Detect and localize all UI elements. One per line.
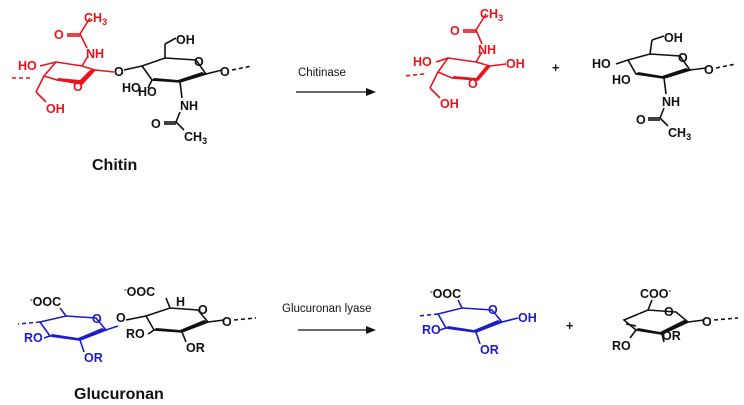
chitin-product-black: OH HO HO O NH O CH3 O (592, 31, 737, 142)
chitin-black-ho: HO (122, 81, 141, 95)
glucuronan-blue-unit (17, 307, 119, 353)
chitin-black-ho2: HO (138, 85, 157, 99)
product-black-ro: RO (612, 339, 631, 353)
glucuronan-plus: + (566, 319, 573, 333)
glucuronan-name: Glucuronan (74, 386, 164, 403)
product-blue-ooc: -OOC (430, 287, 461, 301)
product-blue-or: OR (480, 343, 499, 357)
glucuronan-blue-ring-o: O (92, 312, 102, 326)
glucuronan-black-h: H (176, 295, 185, 309)
chitin-black-oh-top: OH (176, 33, 195, 47)
chitin-black-unit (123, 37, 253, 131)
product-red-ch3: CH3 (480, 7, 503, 23)
glucuronan-black-ro: RO (126, 327, 145, 341)
product-red-nh: NH (478, 43, 496, 57)
chitin-black-ch3: CH3 (184, 130, 207, 146)
glucuronan-blue-ro: RO (24, 331, 43, 345)
product-red-ring-o: O (468, 77, 478, 91)
glucuronan-black-ooc: -OOC (124, 285, 155, 299)
chitin-black-link-o: O (220, 65, 230, 79)
product-red-oh-anomeric: OH (506, 57, 525, 71)
chitinase-arrow: Chitinase (296, 67, 376, 96)
chitin-glycosidic-o: O (114, 65, 124, 79)
glucuronan-lyase-arrow: Glucuronan lyase (282, 303, 376, 334)
chitin-acetyl-ch3: CH3 (84, 11, 107, 27)
chitin-red-unit (12, 17, 97, 103)
chitin-product-red: CH3 O NH HO O OH OH (403, 7, 525, 111)
chitin-black-nh: NH (180, 99, 198, 113)
chitin-oh: OH (46, 102, 65, 116)
glucuronan-lyase-label: Glucuronan lyase (282, 303, 372, 315)
chitin-acetyl-o: O (54, 28, 64, 42)
product-black-ring-o: O (678, 51, 688, 65)
glucuronan-product-black: COO- O RO OR O (612, 286, 739, 353)
chitinase-label: Chitinase (298, 67, 346, 79)
product-black-ch3: CH3 (668, 126, 691, 142)
chitin-plus: + (552, 61, 559, 75)
product-black-or: OR (662, 329, 681, 343)
product-red-acetyl-o: O (450, 24, 460, 38)
product-red-ho: HO (413, 55, 432, 69)
glucuronan-black-ring-o: O (198, 303, 208, 317)
chitin-black-acetyl-o: O (151, 117, 161, 131)
product-blue-ro: RO (422, 323, 441, 337)
product-black-ho: HO (592, 57, 611, 71)
chitin-ho: HO (18, 59, 37, 73)
product-blue-oh: OH (518, 311, 537, 325)
product-black-acetyl-o: O (636, 113, 646, 127)
product-black-coo: COO- (640, 286, 671, 301)
glucuronan-blue-ooc: -OOC (30, 295, 61, 309)
product-black-link-o: O (704, 63, 714, 77)
product-red-oh: OH (440, 97, 459, 111)
product-black-ho2: HO (612, 73, 631, 87)
glucuronan-product-blue: -OOC O OH RO OR (417, 287, 537, 357)
product-black-ring-o2: O (664, 305, 674, 319)
glucuronan-black-unit (125, 297, 257, 343)
chitin-ring-o: O (73, 80, 83, 94)
chitin-black-ring-o: O (194, 55, 204, 69)
chitin-substrate: CH3 O NH HO O OH O (12, 11, 253, 146)
chitin-name: Chitin (92, 157, 137, 174)
glucuronan-black-or: OR (186, 341, 205, 355)
glucuronan-black-link-o: O (222, 315, 232, 329)
product-black-nh: NH (662, 95, 680, 109)
glucuronan-blue-or: OR (84, 351, 103, 365)
product-blue-ring-o: O (488, 303, 498, 317)
product-black-oh-top: OH (664, 31, 683, 45)
product-black-link-o2: O (702, 315, 712, 329)
glucuronan-substrate: -OOC O RO OR O -OOC H O RO OR O (17, 285, 257, 365)
glucuronan-glycosidic-o: O (116, 311, 126, 325)
chitin-nh: NH (86, 47, 104, 61)
